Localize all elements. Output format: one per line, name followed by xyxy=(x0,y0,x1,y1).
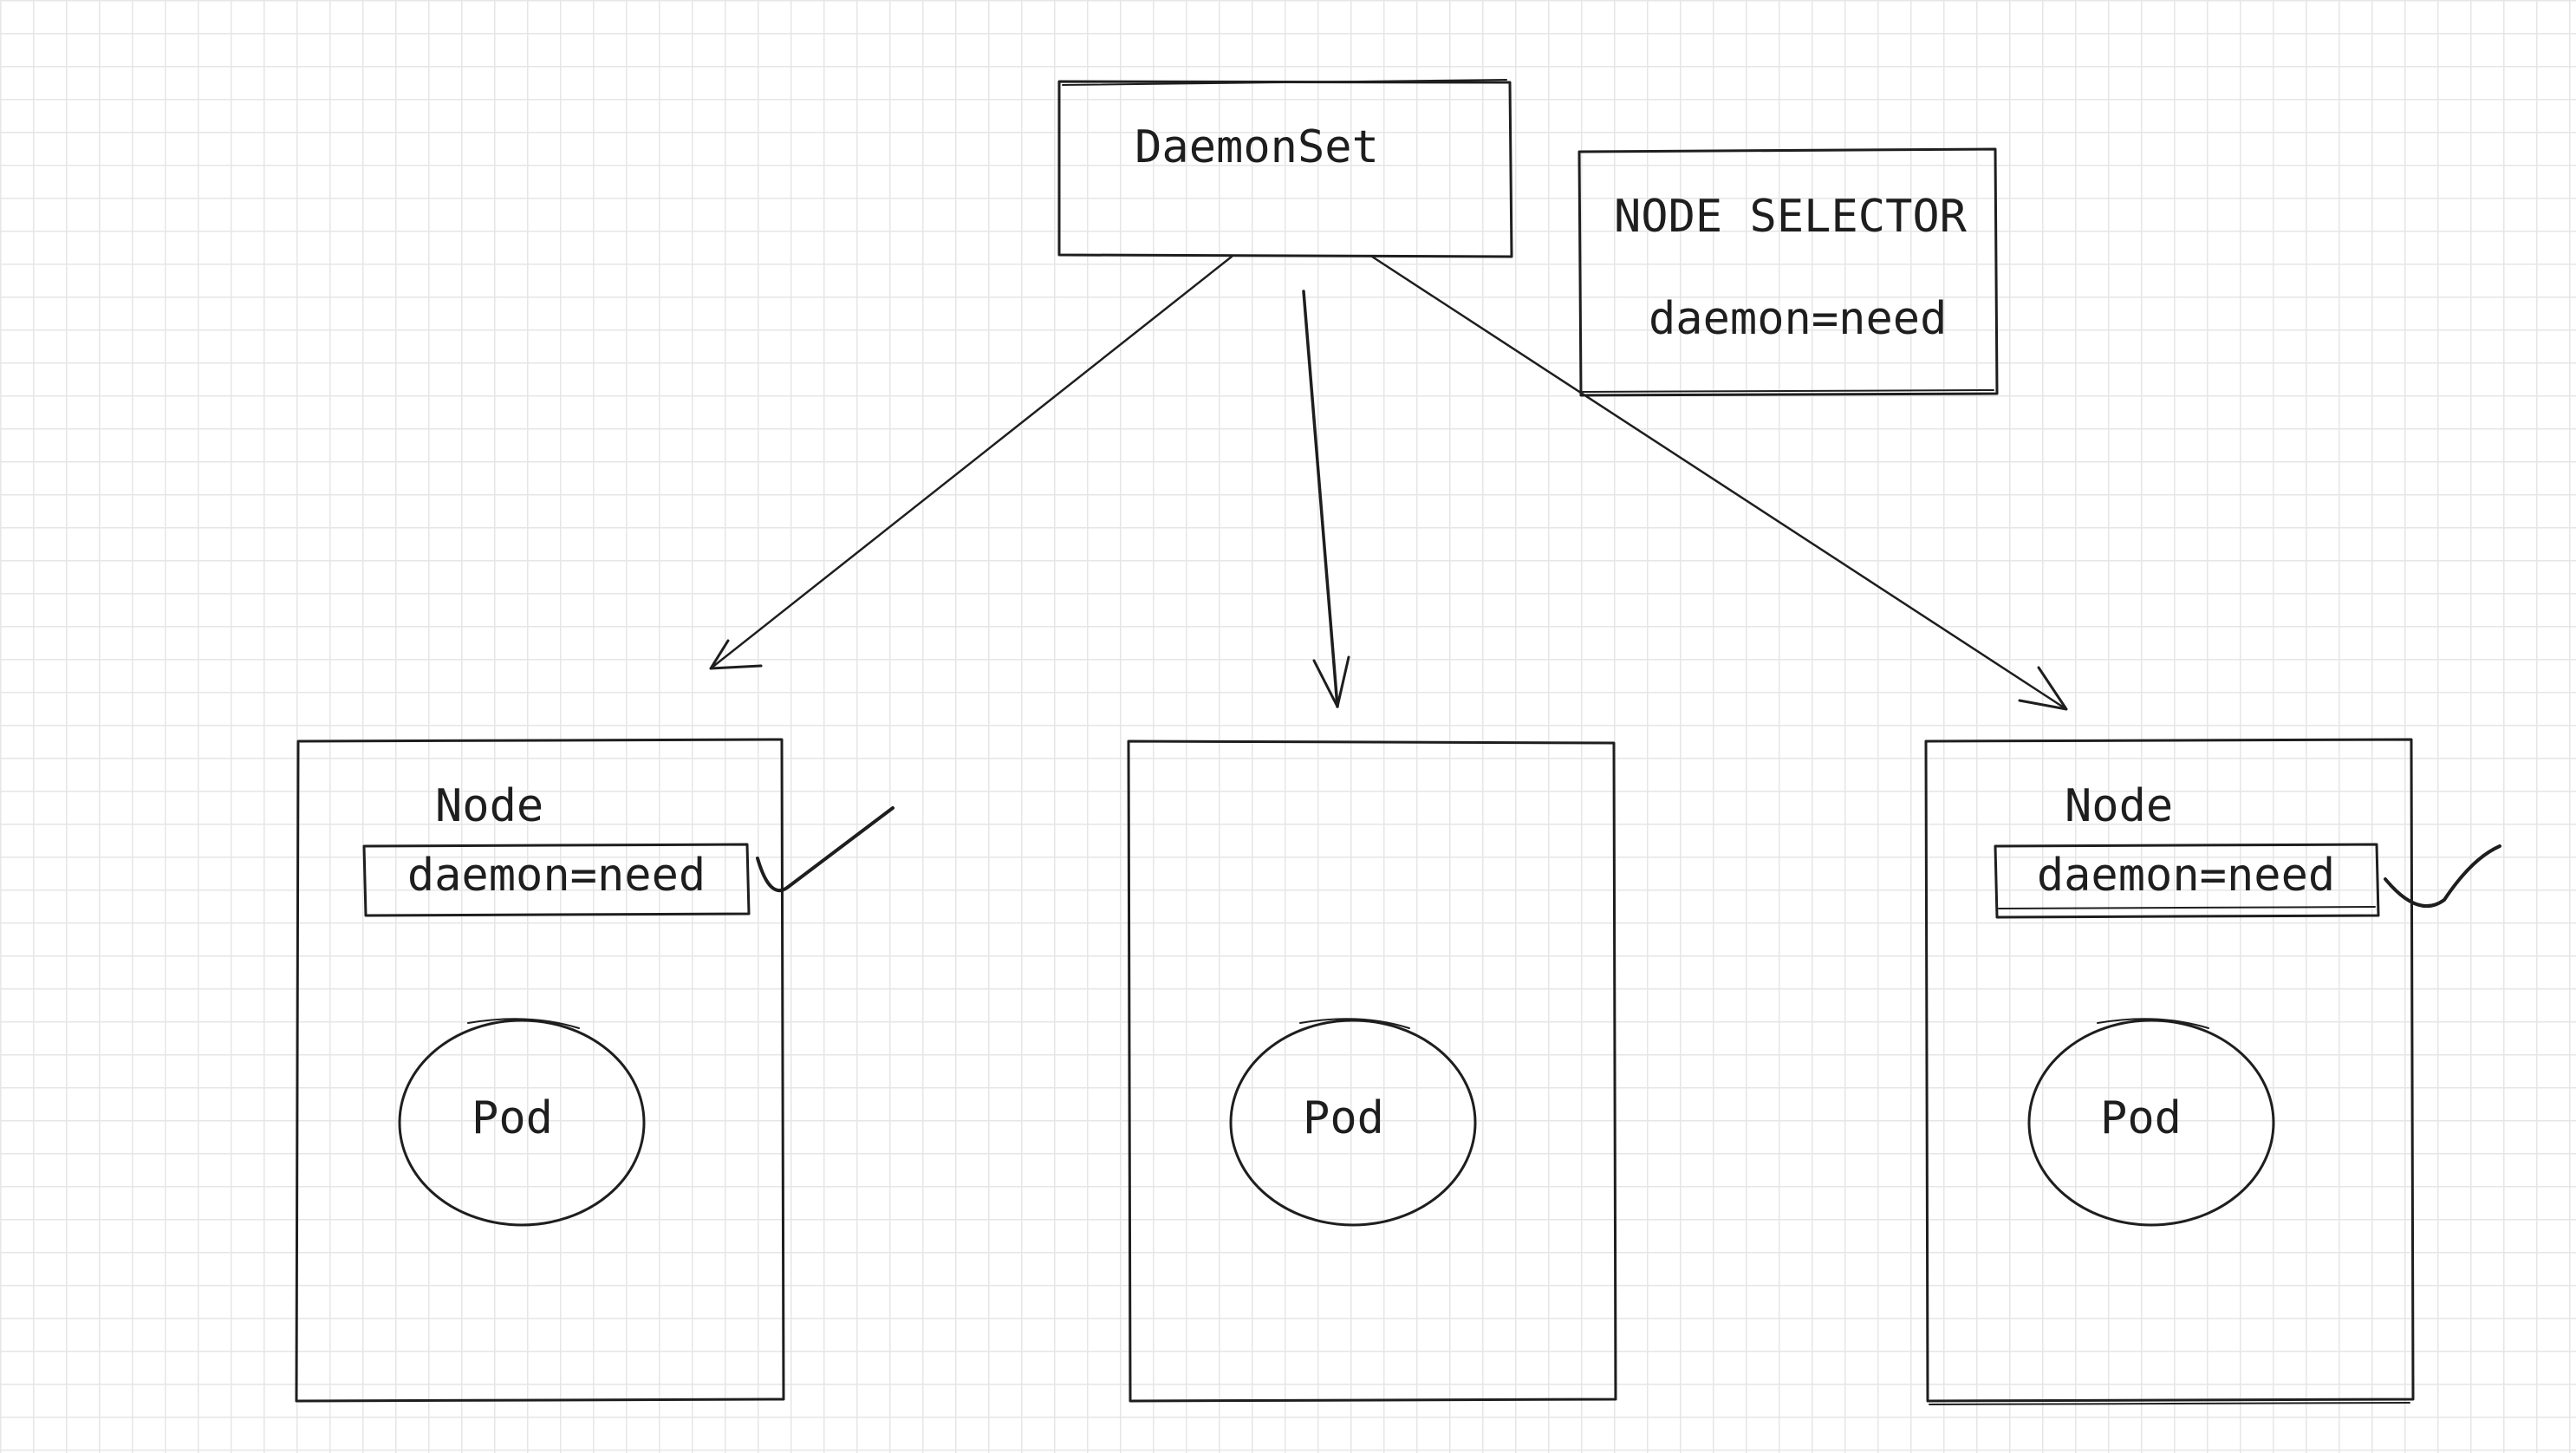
daemonset-box-outline xyxy=(1057,79,1513,258)
arrow-to-node-1 xyxy=(709,255,1233,670)
node-1-box xyxy=(295,738,785,1403)
node-1-check-icon xyxy=(756,806,894,893)
arrow-to-node-3 xyxy=(1370,255,2068,711)
node-3-label: daemon=need xyxy=(2036,850,2336,902)
node-2-pod-label: Pod xyxy=(1303,1092,1384,1144)
node-1-title: Node xyxy=(435,780,544,832)
node-3-box xyxy=(1924,738,2415,1403)
node-3-label-box xyxy=(1994,843,2380,919)
node-2-pod-ellipse xyxy=(1229,1019,1477,1227)
daemonset-label: DaemonSet xyxy=(1135,121,1379,173)
node-3-title: Node xyxy=(2065,780,2174,832)
node-1-label-box xyxy=(362,843,751,917)
node-3-check-icon xyxy=(2384,844,2501,909)
node-3-pod-ellipse xyxy=(2027,1019,2275,1227)
node-2-box xyxy=(1127,740,1617,1403)
node-1-pod-label: Pod xyxy=(472,1092,553,1144)
node-selector-title: NODE SELECTOR xyxy=(1614,191,1967,243)
node-1-pod-ellipse xyxy=(398,1019,646,1227)
node-1-label: daemon=need xyxy=(407,850,706,902)
node-selector-box-outline xyxy=(1577,147,1999,397)
node-selector-value: daemon=need xyxy=(1649,293,1948,345)
node-3-pod-label: Pod xyxy=(2100,1092,2182,1144)
arrow-to-node-2 xyxy=(1302,290,1350,708)
